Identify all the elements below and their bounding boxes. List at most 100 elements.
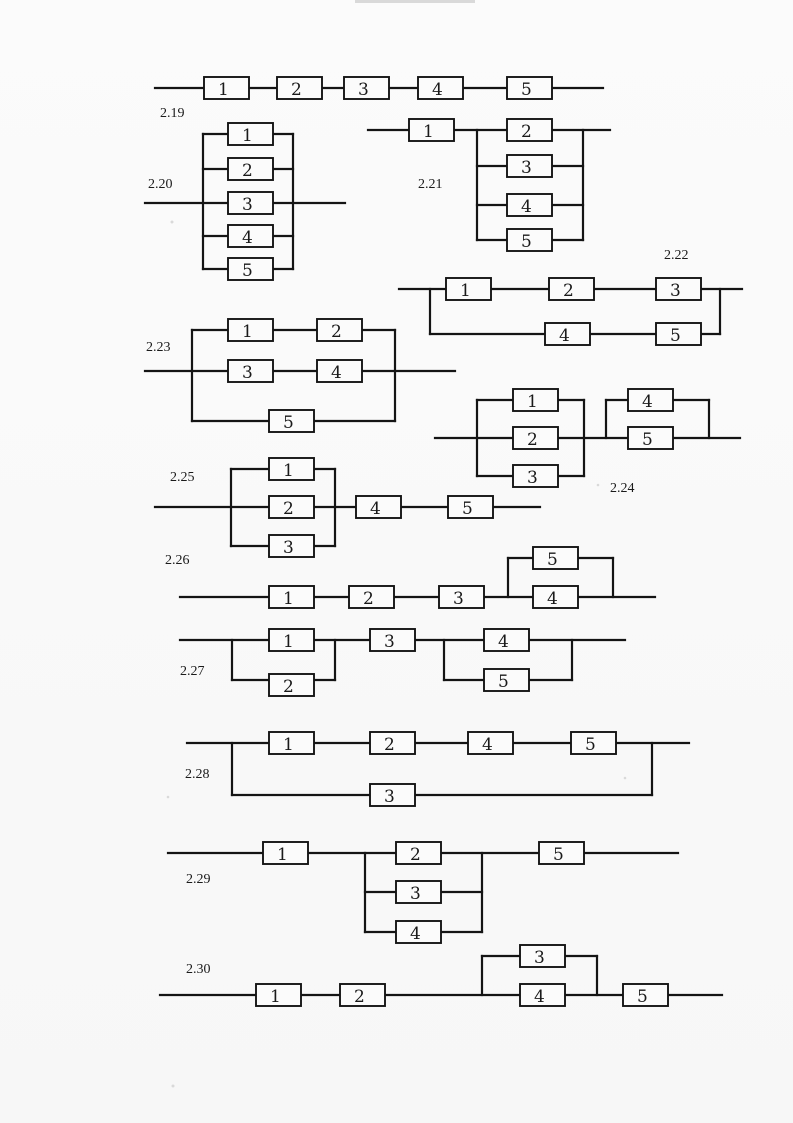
block-label: 2 [563, 281, 574, 301]
diagram-2-21: 1 2 3 4 5 2.21 [366, 118, 612, 252]
block-5 [506, 76, 553, 100]
block-1 [268, 457, 315, 481]
block-1 [255, 983, 302, 1007]
block-label: 4 [547, 589, 558, 609]
block-label: 5 [670, 326, 681, 346]
block-3 [369, 783, 416, 807]
block-label: 4 [642, 392, 653, 412]
block-label: 5 [521, 232, 532, 252]
block-3 [343, 76, 390, 100]
block-label: 5 [283, 413, 294, 433]
block-label: 4 [242, 228, 253, 248]
diagram-2-25: 1 2 3 4 5 2.25 [153, 457, 542, 558]
block-3 [512, 464, 559, 488]
block-label: 3 [670, 281, 681, 301]
diagram-2-29: 1 2 3 4 5 2.29 [166, 841, 680, 944]
diagram-2-19: 1 2 3 4 5 2.19 [153, 76, 605, 121]
block-3 [227, 191, 274, 215]
block-4 [467, 731, 514, 755]
block-label: 5 [585, 735, 596, 755]
scan-artifacts [166, 0, 627, 1088]
block-label: 2 [410, 845, 421, 865]
block-4 [483, 628, 530, 652]
block-label: 4 [370, 499, 381, 519]
block-label: 5 [521, 80, 532, 100]
block-3 [227, 359, 274, 383]
diagram-2-24: 1 2 3 4 5 2.24 [433, 388, 742, 496]
block-5 [227, 257, 274, 281]
diagram-number: 2.29 [186, 872, 211, 887]
block-label: 3 [534, 948, 545, 968]
block-1 [227, 318, 274, 342]
block-2 [268, 673, 315, 697]
diagram-number: 2.25 [170, 470, 195, 485]
block-label: 2 [242, 161, 253, 181]
block-label: 3 [358, 80, 369, 100]
block-label: 2 [354, 987, 365, 1007]
diagram-2-23: 1 2 3 4 5 2.23 [143, 318, 457, 433]
diagram-number: 2.24 [610, 481, 635, 496]
block-label: 1 [270, 987, 281, 1007]
block-label: 3 [521, 158, 532, 178]
diagram-number: 2.27 [180, 664, 205, 679]
block-2 [548, 277, 595, 301]
block-2 [276, 76, 323, 100]
block-2 [348, 585, 395, 609]
block-label: 1 [277, 845, 288, 865]
block-5 [655, 322, 702, 346]
diagram-2-28: 1 2 3 4 5 2.28 [185, 731, 691, 807]
block-label: 2 [363, 589, 374, 609]
block-label: 5 [498, 672, 509, 692]
block-label: 2 [384, 735, 395, 755]
block-5 [532, 546, 579, 570]
block-label: 3 [453, 589, 464, 609]
block-4 [227, 224, 274, 248]
block-label: 1 [283, 632, 294, 652]
block-label: 1 [283, 589, 294, 609]
block-1 [262, 841, 309, 865]
block-label: 1 [283, 461, 294, 481]
block-label: 2 [331, 322, 342, 342]
block-3 [369, 628, 416, 652]
diagram-number: 2.26 [165, 553, 190, 568]
block-4 [544, 322, 591, 346]
block-label: 5 [637, 987, 648, 1007]
block-label: 4 [331, 363, 342, 383]
block-1 [268, 731, 315, 755]
diagram-number: 2.23 [146, 340, 171, 355]
block-2 [316, 318, 363, 342]
block-label: 1 [242, 126, 253, 146]
block-4 [417, 76, 464, 100]
block-1 [268, 628, 315, 652]
block-5 [627, 426, 674, 450]
block-label: 3 [384, 632, 395, 652]
block-label: 1 [242, 322, 253, 342]
block-5 [622, 983, 669, 1007]
block-4 [627, 388, 674, 412]
block-1 [203, 76, 250, 100]
block-3 [268, 534, 315, 558]
block-label: 4 [559, 326, 570, 346]
diagram-number: 2.21 [418, 177, 443, 192]
block-label: 2 [283, 499, 294, 519]
block-4 [532, 585, 579, 609]
diagram-number: 2.28 [185, 767, 210, 782]
block-label: 2 [291, 80, 302, 100]
block-label: 4 [521, 197, 532, 217]
block-label: 2 [283, 677, 294, 697]
block-label: 1 [283, 735, 294, 755]
block-2 [339, 983, 386, 1007]
block-3 [506, 154, 553, 178]
block-label: 2 [521, 122, 532, 142]
block-5 [447, 495, 494, 519]
block-label: 3 [527, 468, 538, 488]
block-label: 5 [553, 845, 564, 865]
block-2 [227, 157, 274, 181]
block-label: 5 [642, 430, 653, 450]
block-label: 2 [527, 430, 538, 450]
block-label: 4 [534, 987, 545, 1007]
block-5 [538, 841, 585, 865]
block-label: 1 [218, 80, 229, 100]
block-1 [268, 585, 315, 609]
